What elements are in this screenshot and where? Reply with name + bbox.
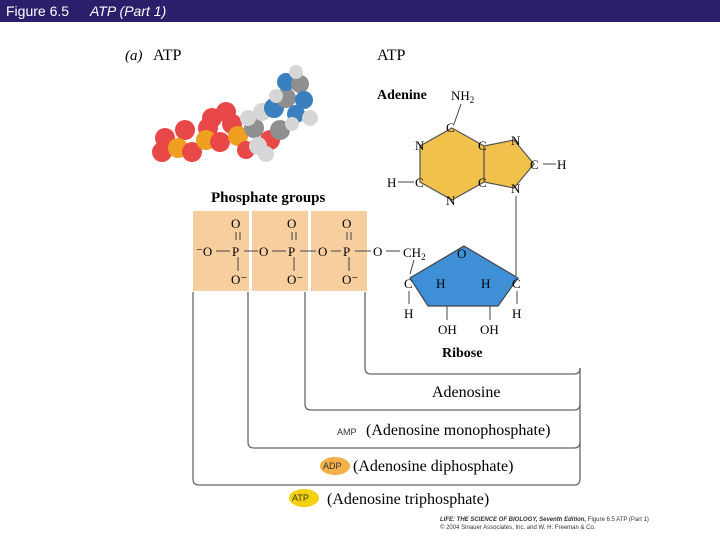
phosphate-atoms: ⁻O O P O⁻ O O P O⁻ O O P O⁻ O <box>196 216 382 287</box>
atom-n: N <box>415 138 425 153</box>
atom-o-minus: O⁻ <box>342 272 358 287</box>
atom-hydrogen <box>269 89 283 103</box>
atom-h: H <box>436 276 445 291</box>
atom-o: O <box>342 216 351 231</box>
atom-hydrogen <box>302 110 318 126</box>
atom-o: O <box>287 216 296 231</box>
atom-o-minus: O⁻ <box>287 272 303 287</box>
adp-badge: ADP <box>323 461 342 471</box>
atom-h: H <box>557 157 566 172</box>
atom-n: N <box>446 193 456 208</box>
atom-o-minus: ⁻O <box>196 244 212 259</box>
atom-oxygen <box>182 142 202 162</box>
atom-c: C <box>404 276 413 291</box>
atp-badge: ATP <box>292 493 309 503</box>
credit-line: LIFE: THE SCIENCE OF BIOLOGY, Seventh Ed… <box>440 516 649 532</box>
credit-figure: Figure 6.5 ATP (Part 1) <box>587 517 649 523</box>
figure-number: Figure 6.5 <box>6 3 70 19</box>
atom-oxygen <box>216 102 236 122</box>
atom-h: H <box>387 175 396 190</box>
amp-badge: AMP <box>337 427 357 437</box>
phosphate-bonds <box>216 232 400 271</box>
amp-label: (Adenosine monophosphate) <box>366 422 550 439</box>
atom-n: N <box>511 181 521 196</box>
atom-c: C <box>530 157 539 172</box>
atom-c: C <box>512 276 521 291</box>
phosphate-groups-label: Phosphate groups <box>211 190 326 206</box>
panel-label: (a) <box>125 48 143 64</box>
adenine-label: Adenine <box>377 88 427 103</box>
atom-c: C <box>478 138 487 153</box>
atom-c: C <box>415 175 424 190</box>
ch2-bond <box>409 259 415 275</box>
adp-badge-shape <box>320 457 350 475</box>
atom-o: O <box>231 216 240 231</box>
atom-phosphorus <box>228 126 248 146</box>
atom-o: O <box>259 244 268 259</box>
adp-label: (Adenosine diphosphate) <box>353 458 513 475</box>
atp-label: (Adenosine triphosphate) <box>327 491 489 508</box>
atom-p: P <box>343 244 350 259</box>
atom-h: H <box>404 306 413 321</box>
adenine-amine: NH2 <box>451 88 474 105</box>
adenosine-bracket <box>364 292 581 375</box>
ribose-label: Ribose <box>442 346 482 361</box>
atp-badge-shape <box>289 489 319 507</box>
credit-copyright: © 2004 Sinauer Associates, Inc. and W. H… <box>440 525 596 531</box>
adenine-ring <box>398 103 556 201</box>
atom-oxygen <box>210 132 230 152</box>
atom-p: P <box>288 244 295 259</box>
atom-o-minus: O⁻ <box>231 272 247 287</box>
atom-o: O <box>318 244 327 259</box>
ribose-ring-oxygen: O <box>457 246 466 261</box>
atom-o: O <box>373 244 382 259</box>
atom-c: C <box>478 175 487 190</box>
brackets <box>192 292 581 486</box>
atom-oxygen <box>152 142 172 162</box>
structural-title: ATP <box>377 47 406 64</box>
atom-p: P <box>232 244 239 259</box>
hydroxyl: OH <box>438 322 457 337</box>
atom-oxygen <box>175 120 195 140</box>
adenine-six-ring <box>419 127 485 201</box>
ribose-ring <box>409 245 519 307</box>
adenine-five-ring <box>483 139 535 189</box>
credit-book-title: LIFE: THE SCIENCE OF BIOLOGY, Seventh Ed… <box>440 517 587 523</box>
atom-hydrogen <box>289 65 303 79</box>
atom-c: C <box>446 120 455 135</box>
amine-bond <box>453 103 462 125</box>
title-bar: Figure 6.5 ATP (Part 1) <box>0 0 720 22</box>
space-filling-title: ATP <box>153 47 182 64</box>
atom-hydrogen <box>258 146 274 162</box>
atom-nitrogen <box>277 73 295 91</box>
hydroxyl: OH <box>480 322 499 337</box>
adenosine-label: Adenosine <box>432 384 500 401</box>
ribose-ch2: CH2 <box>403 245 426 262</box>
atom-hydrogen <box>240 110 256 126</box>
figure-title: ATP (Part 1) <box>90 3 167 19</box>
atp-bracket <box>192 292 581 486</box>
atom-carbon <box>291 75 309 93</box>
atom-h: H <box>512 306 521 321</box>
atom-hydrogen <box>285 117 299 131</box>
atom-nitrogen <box>295 91 313 109</box>
atom-carbon <box>270 120 290 140</box>
ribose-bonds <box>408 291 518 320</box>
atom-h: H <box>481 276 490 291</box>
space-filling-model <box>152 65 318 162</box>
atom-n: N <box>511 133 521 148</box>
